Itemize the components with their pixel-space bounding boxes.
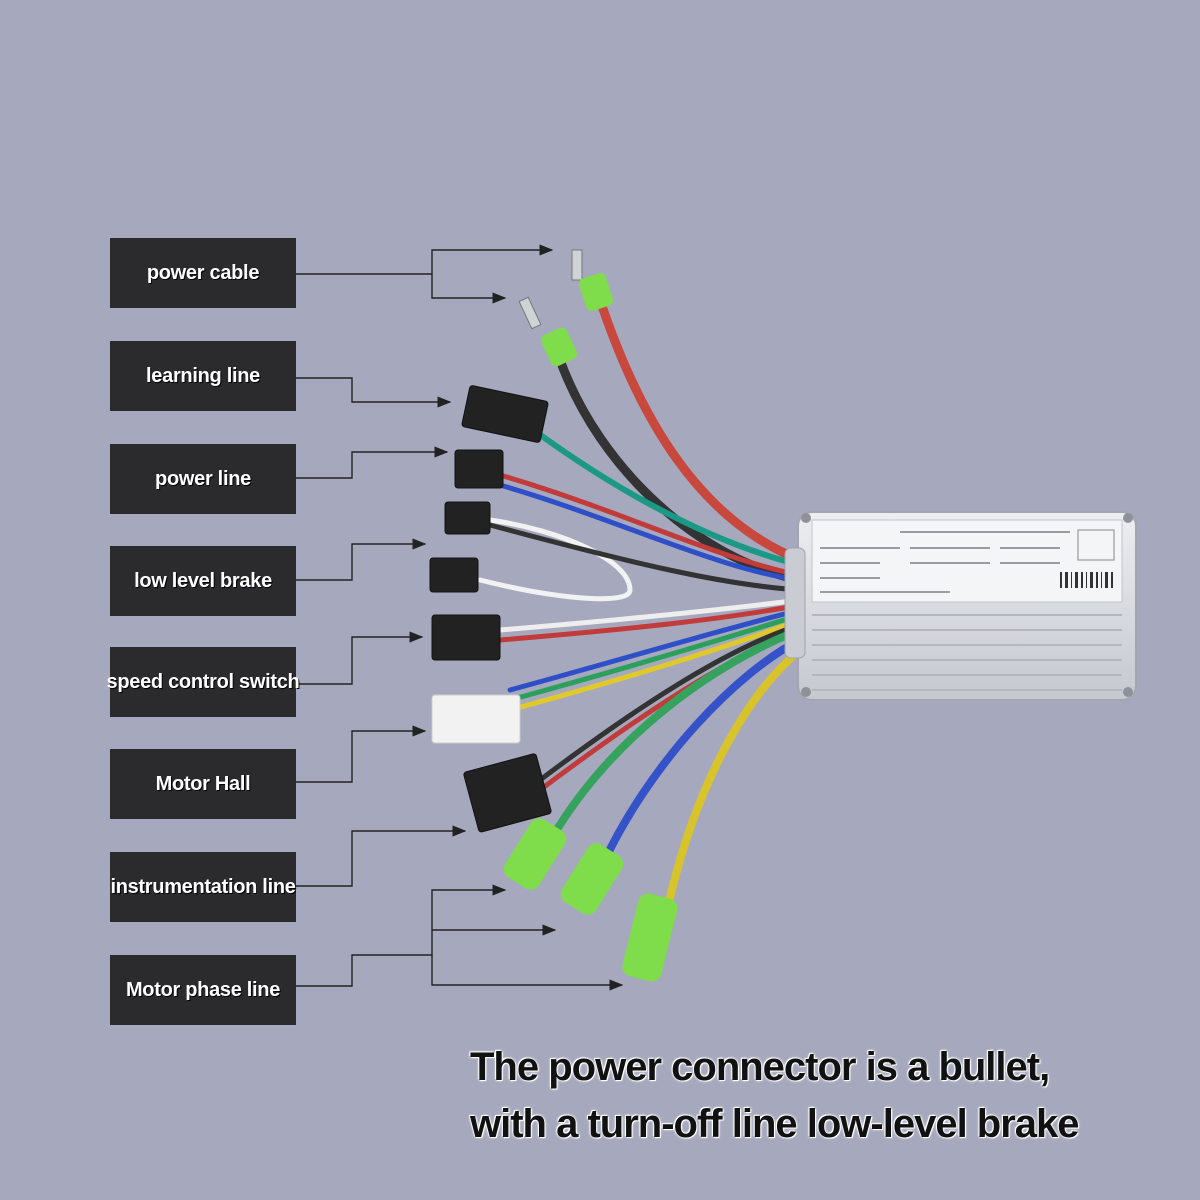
pointer-power-cable-2 <box>431 274 507 304</box>
brake-connector-1 <box>444 501 491 535</box>
label-speed-control-switch: speed control switch <box>107 647 300 717</box>
label-motor-hall: Motor Hall <box>110 749 296 819</box>
cable-grommet <box>784 547 806 659</box>
label-instrumentation-line-text: instrumentation line <box>110 875 296 898</box>
instrumentation-connector <box>463 753 552 833</box>
label-power-cable: power cable <box>110 238 296 308</box>
wire-power-line-red <box>497 472 803 578</box>
phase-sleeve-green <box>503 818 567 890</box>
label-motor-phase-line: Motor phase line <box>110 955 296 1025</box>
wire-red-power <box>595 295 805 565</box>
sticker-text-lines <box>820 531 1070 593</box>
power-bullet-sleeve-black <box>541 327 577 367</box>
wire-hall-green <box>507 612 803 703</box>
label-power-cable-text: power cable <box>146 261 260 284</box>
pointer-motor-hall <box>296 725 427 783</box>
mount-screws <box>801 513 1133 697</box>
controller-body <box>784 511 1137 701</box>
connectors <box>429 385 552 833</box>
pointer-motor-phase <box>296 884 507 987</box>
cooling-fins <box>812 614 1122 691</box>
wire-inst-black <box>537 622 803 783</box>
power-bullet-sleeve-red <box>578 273 614 311</box>
controller-sticker <box>811 519 1123 603</box>
label-instrumentation-line: instrumentation line <box>110 852 296 922</box>
label-low-level-brake-text: low level brake <box>134 569 272 592</box>
pointer-power-cable <box>296 244 554 275</box>
label-power-line-text: power line <box>155 467 251 490</box>
pointer-motor-phase-3 <box>431 955 624 991</box>
wire-brake-black <box>487 522 803 593</box>
wire-power-line-blue <box>497 482 803 583</box>
label-motor-hall-text: Motor Hall <box>155 772 251 795</box>
pointer-speed-control <box>296 631 424 685</box>
learning-connector <box>461 385 549 443</box>
pointer-lines <box>296 244 624 991</box>
wire-brake-white <box>477 517 633 602</box>
barcode <box>1060 572 1113 588</box>
wire-hall-blue <box>507 607 803 693</box>
pointer-learning-line <box>296 377 452 408</box>
wire-speed-white <box>497 597 803 633</box>
phase-sleeve-blue <box>560 843 624 915</box>
label-motor-phase-line-text: Motor phase line <box>125 978 281 1001</box>
power-line-connector <box>454 449 504 489</box>
wire-phase-blue <box>596 636 804 874</box>
phase-sleeve-yellow <box>622 893 678 982</box>
phase-sleeves <box>503 818 678 982</box>
wires <box>477 295 805 924</box>
wire-phase-yellow <box>661 646 804 924</box>
label-speed-control-switch-text: speed control switch <box>106 670 300 693</box>
pointer-instrumentation <box>296 825 467 887</box>
wire-black-power <box>555 355 805 585</box>
pointer-power-line <box>296 446 449 479</box>
label-learning-line-text: learning line <box>146 364 260 387</box>
label-low-level-brake: low level brake <box>110 546 296 616</box>
brake-connector-2 <box>429 557 479 593</box>
pointer-low-level-brake <box>296 538 427 581</box>
label-learning-line: learning line <box>110 341 296 411</box>
motor-hall-connector <box>431 694 521 744</box>
wire-learning <box>517 417 803 568</box>
label-power-line: power line <box>110 444 296 514</box>
caption-line-1: The power connector is a bullet, <box>470 1045 1050 1089</box>
caption-line-2: with a turn-off line low-level brake <box>470 1102 1080 1146</box>
speed-control-connector <box>431 614 501 661</box>
wire-speed-red <box>497 602 803 643</box>
wire-hall-yellow <box>507 617 803 713</box>
power-bullet-connectors <box>518 249 614 367</box>
wire-phase-green <box>536 626 804 864</box>
